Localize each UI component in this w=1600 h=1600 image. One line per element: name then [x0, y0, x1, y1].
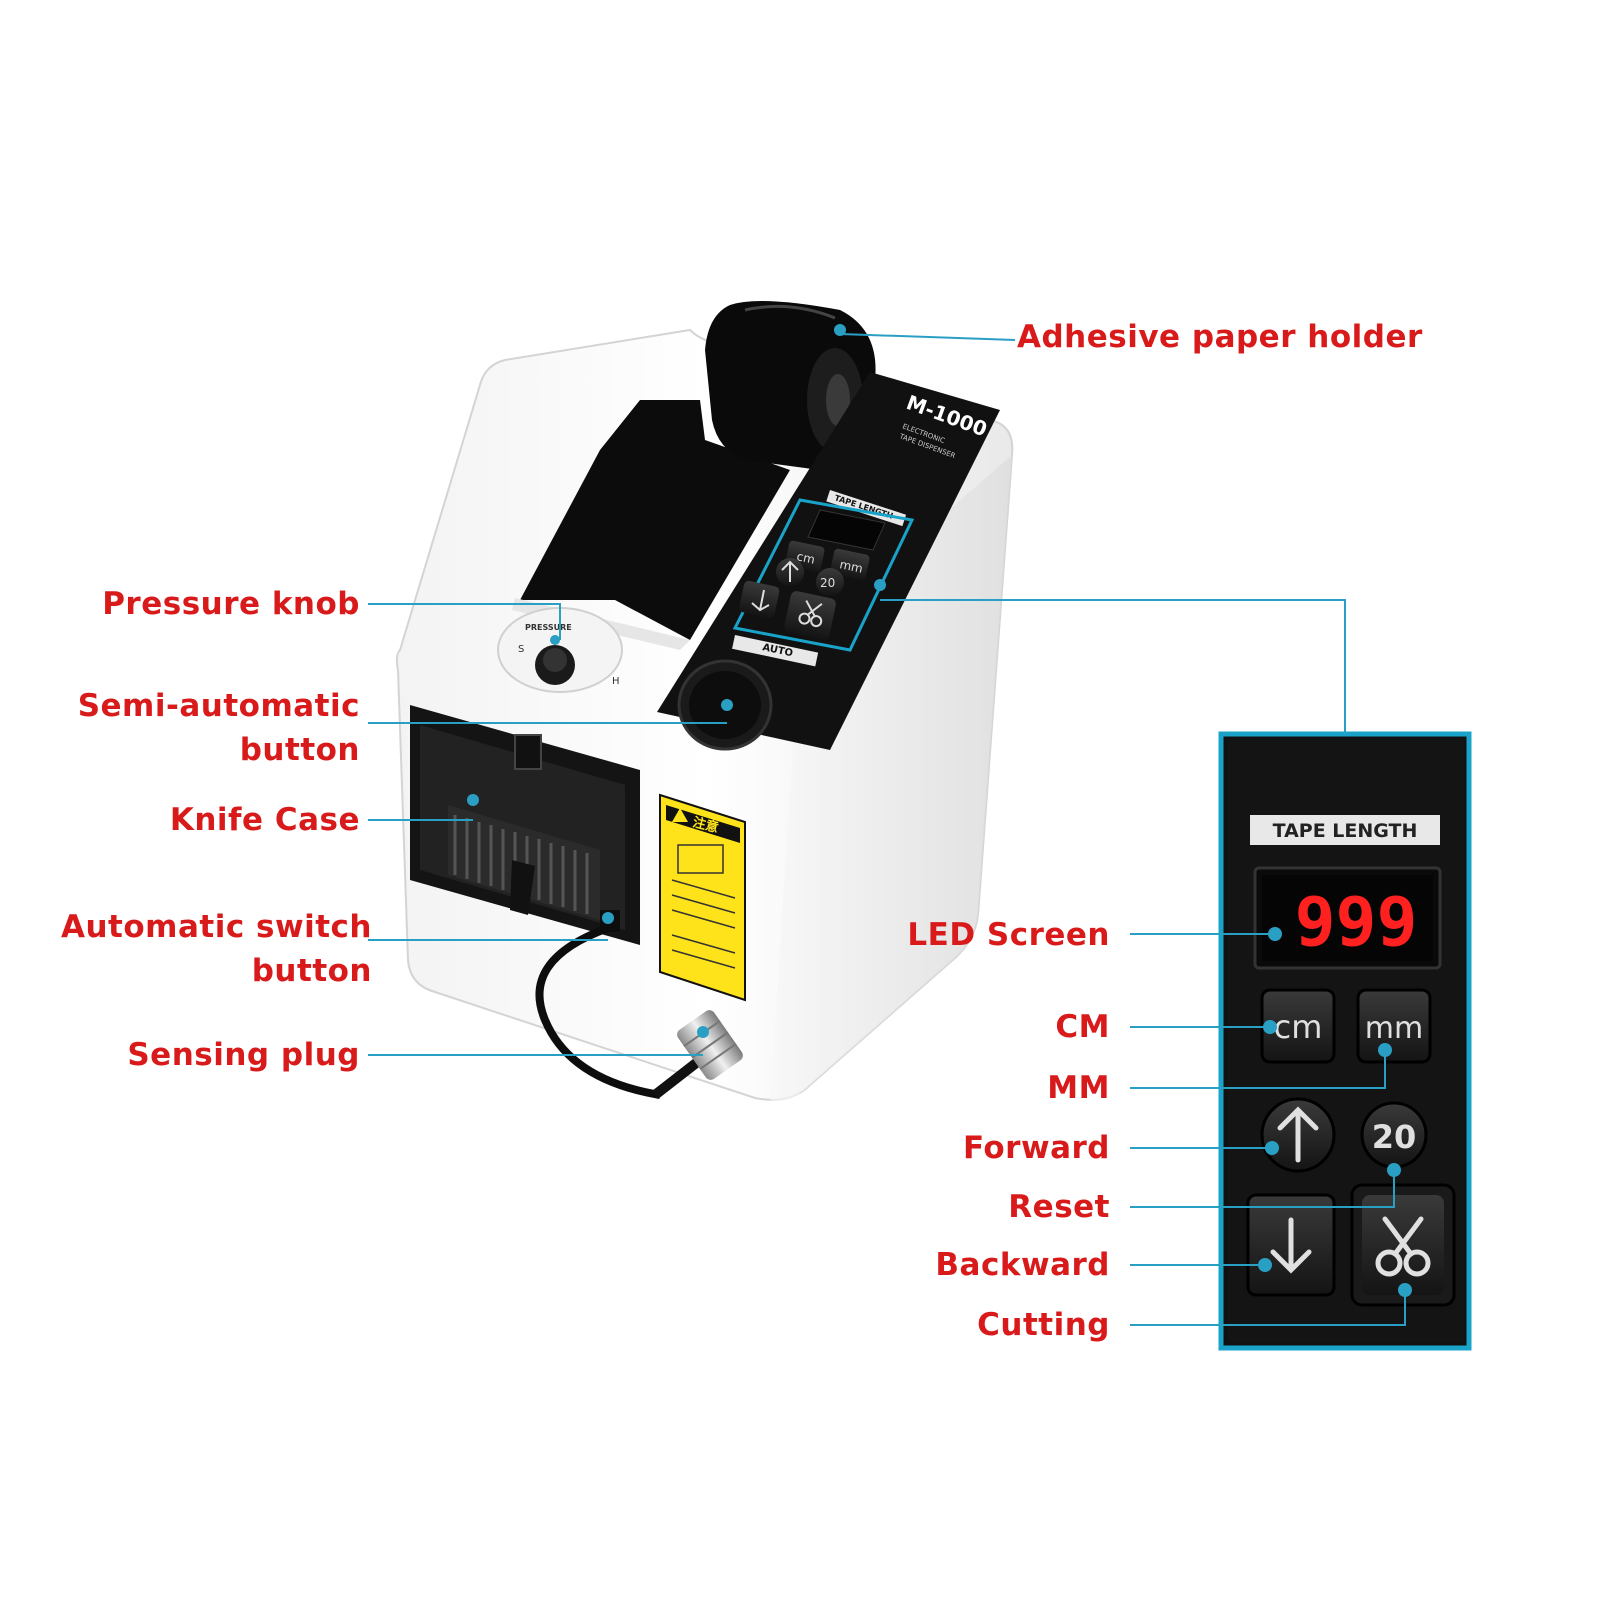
label-backward: Backward — [935, 1247, 1110, 1283]
tape-length-title: TAPE LENGTH — [1273, 820, 1418, 842]
warning-sticker: 注意 — [659, 793, 746, 1002]
tape-dispenser-machine: M-1000 ELECTRONIC TAPE DISPENSER TAPE LE… — [395, 301, 1014, 1101]
svg-text:mm: mm — [838, 557, 864, 576]
pressure-knob[interactable]: PRESSURE S H — [497, 607, 623, 693]
label-automatic-switch-button: Automatic switch button — [61, 909, 372, 989]
panel-backward-key[interactable] — [1246, 1193, 1336, 1297]
knife-case[interactable] — [410, 705, 640, 945]
led-display: 999 — [1295, 883, 1418, 962]
machine-backward-key[interactable] — [738, 580, 780, 619]
svg-text:mm: mm — [1365, 1011, 1423, 1046]
label-sensing-plug: Sensing plug — [127, 1037, 360, 1073]
arrow-up-icon — [1277, 1106, 1319, 1163]
tape-length-plate — [1250, 815, 1440, 845]
machine-reset-key[interactable]: 20 — [816, 568, 844, 596]
svg-text:20: 20 — [1372, 1118, 1417, 1156]
leader-dots — [1258, 927, 1412, 1297]
arrow-down-icon — [751, 589, 770, 612]
scissors-icon — [798, 600, 823, 628]
label-led-screen: LED Screen — [907, 917, 1110, 953]
label-adhesive-paper-holder: Adhesive paper holder — [1017, 319, 1423, 355]
panel-cm-key[interactable]: cm — [1260, 988, 1336, 1064]
panel-mm-key[interactable]: mm — [1356, 988, 1432, 1064]
knob-h-label: H — [612, 676, 620, 687]
machine-cutting-key[interactable] — [783, 590, 837, 641]
svg-text:20: 20 — [820, 576, 835, 590]
label-cm: CM — [1055, 1009, 1110, 1045]
arrow-down-icon — [1270, 1217, 1312, 1274]
machine-mm-key[interactable]: mm — [830, 548, 871, 581]
pressure-label: PRESSURE — [525, 623, 572, 632]
label-forward: Forward — [962, 1130, 1110, 1166]
warning-triangle-icon — [672, 808, 688, 822]
svg-text:cm: cm — [795, 549, 816, 566]
leader-lines — [368, 333, 1406, 1326]
panel-forward-key[interactable] — [1260, 1097, 1336, 1173]
svg-text:cm: cm — [1274, 1008, 1323, 1046]
label-mm: MM — [1047, 1070, 1110, 1106]
panel-reset-key[interactable]: 20 — [1360, 1101, 1428, 1169]
machine-forward-key[interactable] — [776, 558, 804, 586]
arrow-up-icon — [781, 560, 799, 582]
sensing-plug[interactable] — [535, 924, 745, 1099]
machine-control-panel: M-1000 ELECTRONIC TAPE DISPENSER TAPE LE… — [657, 372, 1000, 751]
knob-s-label: S — [518, 644, 524, 655]
scissors-icon — [1375, 1216, 1431, 1277]
panel-cutting-key[interactable] — [1350, 1183, 1456, 1307]
led-screen: 999 — [1253, 866, 1442, 970]
label-knife-case: Knife Case — [169, 802, 360, 838]
warning-title: 注意 — [691, 814, 720, 836]
label-pressure-knob: Pressure knob — [102, 586, 360, 622]
zoomed-control-panel: TAPE LENGTH 999 cm mm 20 — [1218, 731, 1472, 1351]
label-reset: Reset — [1008, 1189, 1110, 1225]
label-semi-automatic-button: Semi-automatic button — [77, 688, 360, 768]
tape-slot — [520, 400, 790, 640]
label-cutting: Cutting — [977, 1307, 1110, 1343]
